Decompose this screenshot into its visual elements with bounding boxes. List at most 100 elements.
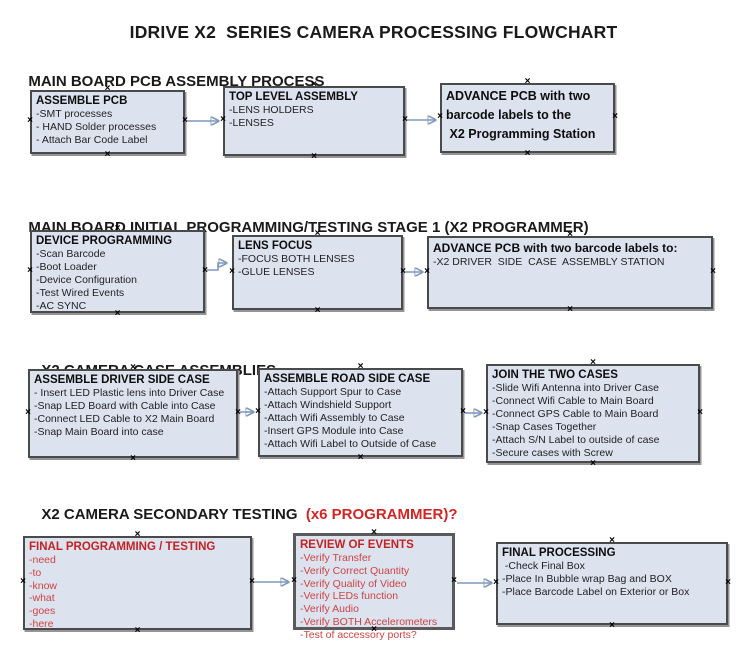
connection-point-icon: ×: [460, 405, 466, 417]
connection-point-icon: ×: [202, 264, 208, 276]
box-text-line: -Snap LED Board with Cable into Case: [34, 400, 216, 412]
box-items: - Insert LED Plastic lens into Driver Ca…: [34, 387, 232, 439]
page-title: IDRIVE X2 SERIES CAMERA PROCESSING FLOWC…: [129, 22, 618, 42]
box-text-line: ASSEMBLE DRIVER SIDE CASE: [34, 374, 210, 386]
box-text-line: - Insert LED Plastic lens into Driver Ca…: [34, 387, 225, 399]
box-text-line: FINAL PROGRAMMING / TESTING: [29, 541, 216, 553]
box-text-line: -AC SYNC: [36, 300, 87, 312]
box-text-line: -Device Configuration: [36, 274, 137, 286]
box-items: -Slide Wifi Antenna into Driver Case-Con…: [492, 382, 694, 460]
box-text-line: -goes: [29, 605, 56, 618]
box-text-line: -Verify Correct Quantity: [300, 564, 410, 577]
box-items: -SMT processes- HAND Solder processes- A…: [36, 108, 179, 147]
box-text-line: -to: [29, 566, 42, 579]
box-text-line: ASSEMBLE PCB: [36, 95, 128, 107]
box-text-line: -Attach Wifi Assembly to Case: [264, 412, 405, 424]
connection-point-icon: ×: [590, 357, 596, 368]
box-title: DEVICE PROGRAMMING: [36, 234, 199, 248]
connection-point-icon: ×: [493, 576, 499, 588]
box-text-line: -SMT processes: [36, 108, 113, 120]
box-text-line: -Attach Windshield Support: [264, 399, 392, 411]
box-items: -Check Final Box-Place In Bubble wrap Ba…: [502, 560, 722, 599]
connection-point-icon: ×: [134, 529, 141, 540]
connection-point-icon: ×: [291, 574, 297, 586]
box-title: LENS FOCUS: [238, 239, 397, 253]
box-text-line: -Place Barcode Label on Exterior or Box: [502, 586, 690, 598]
connection-point-icon: ×: [27, 115, 33, 126]
flow-box-review-of-events: REVIEW OF EVENTS -Verify Transfer-Verify…: [291, 528, 457, 641]
box-title: ASSEMBLE ROAD SIDE CASE: [264, 372, 457, 386]
connection-point-icon: ×: [235, 406, 241, 418]
box-text-line: -here: [29, 617, 54, 630]
box-title: ASSEMBLE PCB: [36, 94, 179, 108]
connection-point-icon: ×: [27, 264, 33, 276]
connection-point-icon: ×: [697, 406, 703, 418]
box-text-line: -Check Final Box: [502, 560, 585, 572]
heading-text-red: (x6 PROGRAMMER)?: [301, 506, 458, 523]
connection-point-icon: ×: [255, 405, 261, 417]
box-text-line: -need: [29, 554, 56, 566]
connection-point-icon: ×: [612, 111, 618, 122]
box-text-line: -Snap Main Board into case: [34, 426, 164, 438]
connection-point-icon: ×: [311, 151, 317, 162]
box-items: -Scan Barcode-Boot Loader-Device Configu…: [36, 248, 199, 313]
heading-text: MAIN BOARD PCB ASSEMBLY PROCESS: [28, 73, 325, 90]
connection-point-icon: ×: [229, 265, 235, 277]
box-title: JOIN THE TWO CASES: [492, 368, 694, 382]
box-items: -need-to-know-what-goes-here: [29, 554, 246, 631]
connection-point-icon: ×: [424, 265, 430, 277]
box-text-line: -LENS HOLDERS: [229, 104, 314, 116]
flow-box-final-programming-testing: FINAL PROGRAMMING / TESTING -need-to-kno…: [20, 530, 255, 636]
connection-point-icon: ×: [20, 576, 26, 587]
connection-point-icon: ×: [524, 76, 531, 87]
connection-point-icon: ×: [25, 406, 31, 418]
box-text-line: -Verify LEDs function: [300, 590, 399, 603]
connection-point-icon: ×: [182, 115, 188, 126]
flow-box-device-programming: DEVICE PROGRAMMING -Scan Barcode-Boot Lo…: [27, 224, 208, 319]
flow-box-advance-to-driver-side-station: ADVANCE PCB with two barcode labels to: …: [424, 230, 716, 315]
box-text-line: -Snap Cases Together: [492, 421, 597, 433]
box-text-line: -Boot Loader: [36, 261, 97, 273]
box-text-line: - Attach Bar Code Label: [36, 134, 148, 146]
flow-box-assemble-pcb: ASSEMBLE PCB -SMT processes- HAND Solder…: [27, 84, 188, 160]
box-text-line: X2 Programming Station: [446, 127, 596, 141]
box-items: -FOCUS BOTH LENSES-GLUE LENSES: [238, 253, 397, 279]
box-text-line: -Secure cases with Screw: [492, 447, 613, 459]
heading-text: X2 CAMERA SECONDARY TESTING: [41, 506, 302, 523]
box-text-line: -Connect LED Cable to X2 Main Board: [34, 413, 215, 425]
connection-point-icon: ×: [725, 576, 731, 588]
connection-point-icon: ×: [249, 576, 255, 587]
box-text-line: barcode labels to the: [446, 108, 572, 122]
box-text-line: -Verify Transfer: [300, 552, 372, 564]
box-text-line: ASSEMBLE ROAD SIDE CASE: [264, 373, 431, 385]
box-text-line: FINAL PROCESSING: [502, 547, 616, 559]
flow-box-assemble-driver-side-case: ASSEMBLE DRIVER SIDE CASE - Insert LED P…: [25, 363, 241, 464]
box-title: FINAL PROCESSING: [502, 546, 722, 560]
box-title: ASSEMBLE DRIVER SIDE CASE: [34, 373, 232, 387]
connection-point-icon: ×: [437, 111, 443, 122]
flow-box-join-the-two-cases: JOIN THE TWO CASES -Slide Wifi Antenna i…: [483, 358, 703, 469]
box-title: ADVANCE PCB with two barcode labels to:: [433, 240, 707, 256]
connection-point-icon: ×: [357, 452, 364, 463]
connection-point-icon: ×: [130, 453, 136, 464]
flow-box-lens-focus: LENS FOCUS -FOCUS BOTH LENSES-GLUE LENSE…: [229, 229, 406, 316]
connection-point-icon: ×: [609, 535, 615, 546]
box-text-line: -GLUE LENSES: [238, 266, 315, 278]
box-text-line: -LENSES: [229, 117, 274, 129]
box-items: -Attach Support Spur to Case-Attach Wind…: [264, 386, 457, 451]
connection-point-icon: ×: [524, 148, 531, 159]
section-heading-pcb-assembly: MAIN BOARD PCB ASSEMBLY PROCESS: [20, 56, 325, 90]
connection-point-icon: ×: [220, 114, 226, 125]
flow-box-final-processing: FINAL PROCESSING -Check Final Box-Place …: [493, 536, 731, 631]
box-text-line: -Attach Support Spur to Case: [264, 386, 402, 398]
box-text-line: -Attach Wifi Label to Outside of Case: [264, 438, 437, 450]
box-text-line: -Verify Quality of Video: [300, 577, 407, 590]
box-text-line: -Test Wired Events: [36, 287, 125, 299]
box-text-line: -Verify Audio: [300, 603, 359, 616]
box-text-line: -Scan Barcode: [36, 248, 106, 260]
box-text-line: -know: [29, 579, 58, 592]
box-text-line: -Insert GPS Module into Case: [264, 425, 404, 437]
connection-point-icon: ×: [402, 114, 408, 125]
connection-point-icon: ×: [371, 527, 377, 538]
connection-point-icon: ×: [451, 574, 457, 586]
